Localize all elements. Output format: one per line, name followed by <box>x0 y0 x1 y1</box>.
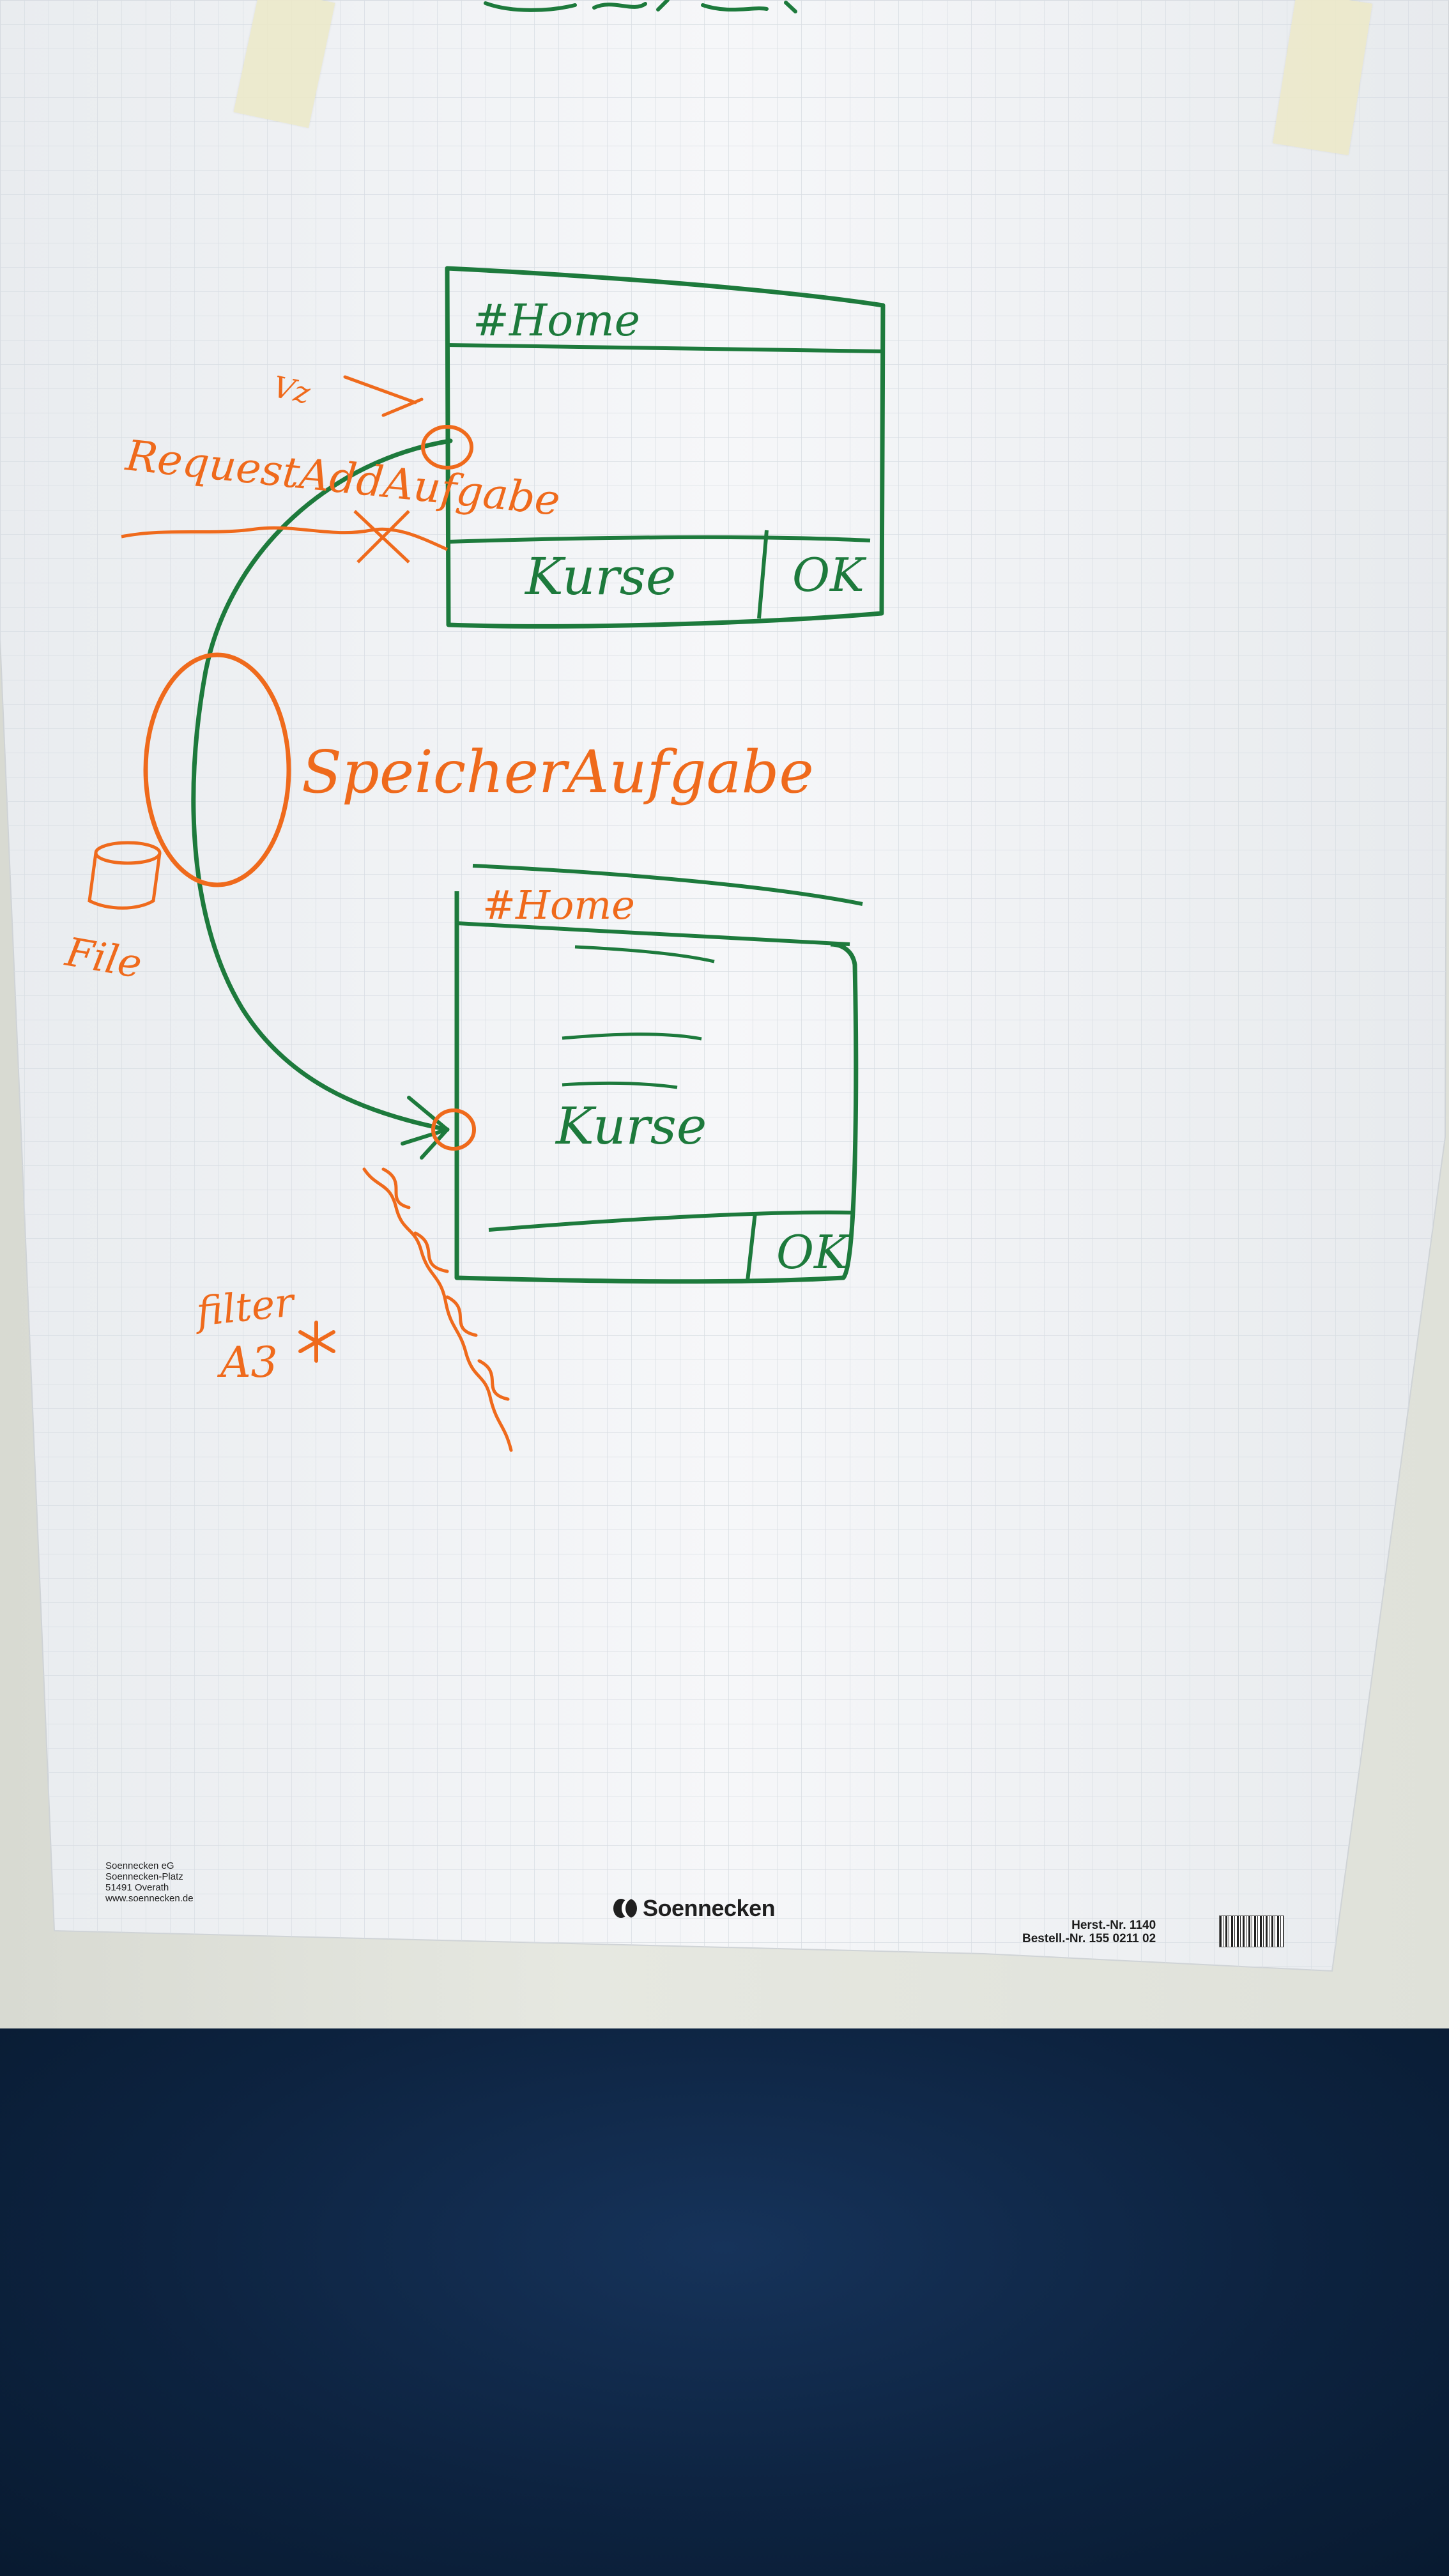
crossed-out-mark <box>353 510 410 564</box>
order-number: Bestell.-Nr. 155 0211 02 <box>1022 1932 1156 1945</box>
barcode-icon <box>1219 1915 1284 1947</box>
screen-wireframe-bottom: #Home Kurse OK <box>454 864 863 1284</box>
filter-label: filter <box>192 1278 298 1335</box>
flipchart-paper: #Home Kurse OK #Home Kurse OK Vz Request… <box>0 0 1449 1972</box>
screen-title-top: #Home <box>473 296 640 346</box>
screen-wireframe-top: #Home Kurse OK <box>445 266 885 629</box>
flow-arrow <box>191 438 453 1132</box>
manufacturer-imprint: Soennecken eG Soennecken-Platz 51491 Ove… <box>105 1860 194 1904</box>
ok-button-top: OK <box>792 548 867 602</box>
brand-name: Soennecken <box>643 1895 776 1921</box>
scribbled-text <box>121 526 448 551</box>
process-circle <box>143 652 291 887</box>
connector-bottom <box>431 1108 476 1151</box>
connector-top <box>421 425 473 470</box>
annotation-mark: Vz <box>270 369 314 411</box>
courses-label-top: Kurse <box>524 547 676 606</box>
screen-title-bottom: #Home <box>482 882 635 928</box>
request-add-task-label: RequestAddAufgabe <box>123 431 562 525</box>
file-label: File <box>61 928 145 988</box>
brand-logo: Soennecken <box>613 1895 776 1922</box>
imprint-line: www.soennecken.de <box>105 1893 194 1904</box>
a3-label: A3 <box>217 1338 278 1387</box>
request-arrow <box>343 375 424 417</box>
courses-label-bottom: Kurse <box>555 1096 707 1156</box>
brand-logo-icon <box>613 1897 639 1919</box>
flow-arrowhead <box>401 1096 449 1160</box>
imprint-line: 51491 Overath <box>105 1882 169 1893</box>
cut-off-top-text <box>484 0 797 13</box>
ok-button-bottom: OK <box>776 1225 851 1279</box>
paper-sheet <box>0 0 1449 1972</box>
imprint-line: Soennecken-Platz <box>105 1871 183 1882</box>
asterisk-icon <box>298 1321 335 1363</box>
imprint-line: Soennecken eG <box>105 1860 174 1871</box>
carpet-floor <box>0 2028 1449 2576</box>
sketch-diagram: #Home Kurse OK #Home Kurse OK Vz Request… <box>61 0 885 1452</box>
order-numbers: Herst.-Nr. 1140 Bestell.-Nr. 155 0211 02 <box>1022 1919 1156 1945</box>
manufacturer-number: Herst.-Nr. 1140 <box>1071 1919 1156 1932</box>
vertical-scribble <box>362 1167 513 1452</box>
database-icon <box>88 841 162 910</box>
save-task-label: SpeicherAufgabe <box>302 738 814 806</box>
